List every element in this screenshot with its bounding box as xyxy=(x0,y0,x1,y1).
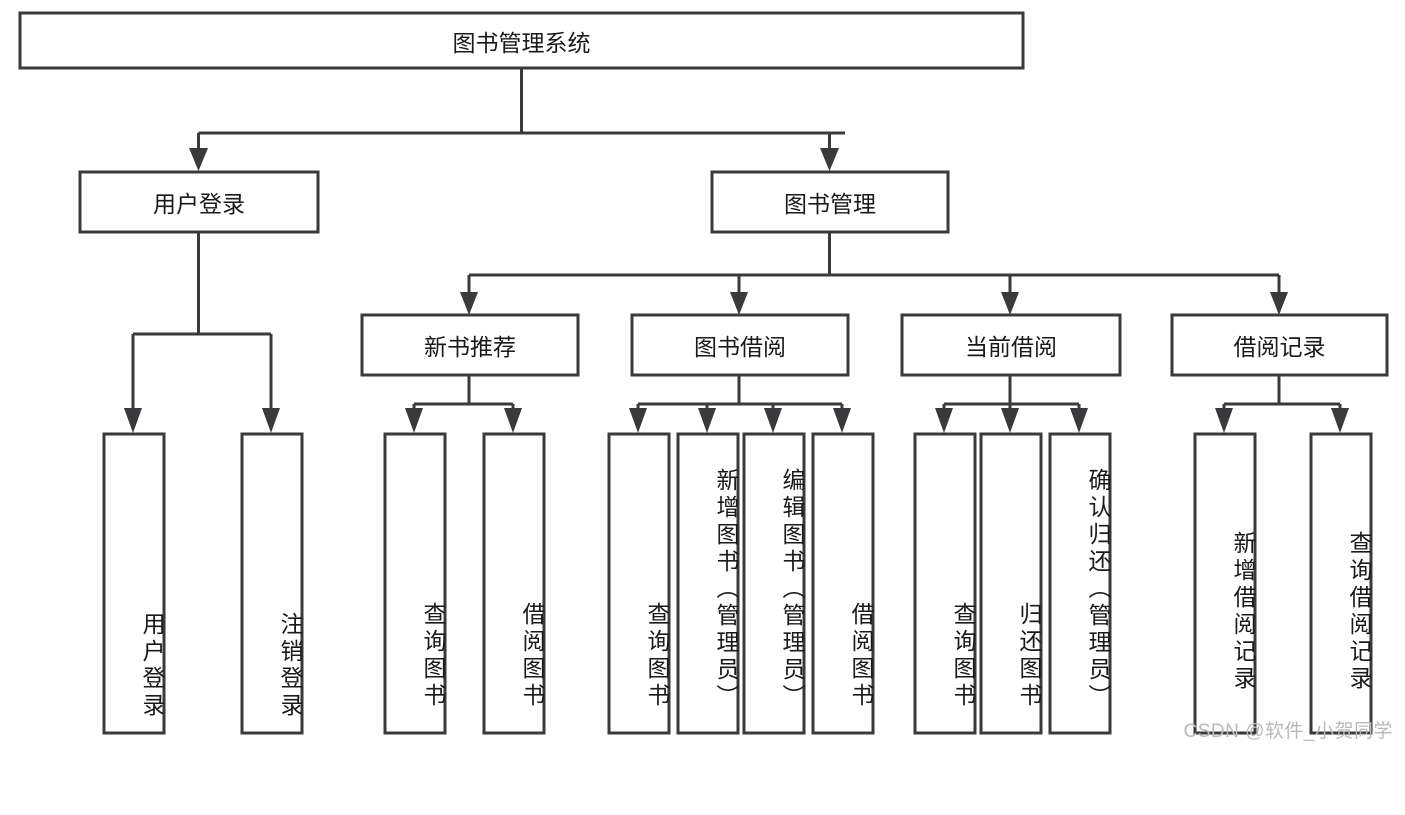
connector-group-current-borrow xyxy=(935,375,1088,433)
diagram-root: 图书管理系统 用户登录 图书管理 新书推荐 图书借阅 当前借阅 借阅记录 用户登… xyxy=(18,11,1393,742)
node-box-current-borrow[interactable] xyxy=(900,313,1122,377)
node-box-leaf-confirm-return[interactable] xyxy=(1048,432,1112,735)
connector-group-book-manage xyxy=(460,232,1288,315)
arrow-head-book-manage xyxy=(820,148,839,171)
node-box-leaf-query-record[interactable] xyxy=(1309,432,1373,735)
connector-group-user-login xyxy=(124,232,280,433)
node-box-user-login[interactable] xyxy=(78,170,320,234)
arrow-head-borrow-record xyxy=(1270,292,1288,315)
arrow-head-leaf-confirm-return xyxy=(1070,408,1088,433)
node-box-book-borrow[interactable] xyxy=(630,313,850,377)
node-box-leaf-edit-book[interactable] xyxy=(742,432,806,735)
node-box-leaf-query-book-3[interactable] xyxy=(913,432,977,735)
node-box-leaf-query-book-1[interactable] xyxy=(383,432,447,735)
arrow-head-leaf-borrow-book-1 xyxy=(504,408,522,433)
node-box-root[interactable] xyxy=(18,11,1025,70)
node-box-leaf-borrow-book-2[interactable] xyxy=(811,432,875,735)
node-box-leaf-return-book[interactable] xyxy=(979,432,1043,735)
node-box-book-manage[interactable] xyxy=(710,170,950,234)
arrow-head-book-borrow xyxy=(730,292,748,315)
arrow-head-user-login xyxy=(189,148,208,171)
arrow-head-current-borrow xyxy=(1001,292,1019,315)
arrow-head-leaf-user-login xyxy=(124,408,142,433)
arrow-head-leaf-query-book-2 xyxy=(629,408,647,433)
arrow-head-leaf-query-book-1 xyxy=(405,408,423,433)
connector-group-book-borrow xyxy=(629,375,851,433)
connector-group-borrow-record xyxy=(1215,375,1349,433)
arrow-head-leaf-return-book xyxy=(1001,408,1019,433)
arrow-head-new-book-recommend xyxy=(460,292,478,315)
node-box-leaf-add-record[interactable] xyxy=(1193,432,1257,735)
arrow-head-leaf-query-record xyxy=(1331,408,1349,433)
arrow-head-leaf-query-book-3 xyxy=(935,408,953,433)
diagram-canvas xyxy=(18,11,1389,735)
node-box-leaf-user-login[interactable] xyxy=(102,432,166,735)
node-box-leaf-borrow-book-1[interactable] xyxy=(482,432,546,735)
node-box-leaf-add-book[interactable] xyxy=(676,432,740,735)
node-box-borrow-record[interactable] xyxy=(1170,313,1389,377)
node-box-leaf-user-logout[interactable] xyxy=(240,432,304,735)
node-box-leaf-query-book-2[interactable] xyxy=(607,432,671,735)
connector-group-new-book-recommend xyxy=(405,375,522,433)
arrow-head-leaf-user-logout xyxy=(262,408,280,433)
arrow-head-leaf-add-book xyxy=(698,408,716,433)
connector-group-root xyxy=(189,68,845,171)
arrow-head-leaf-borrow-book-2 xyxy=(833,408,851,433)
arrow-head-leaf-add-record xyxy=(1215,408,1233,433)
arrow-head-leaf-edit-book xyxy=(764,408,782,433)
csdn-watermark: CSDN @软件_小贺同学 xyxy=(1183,721,1393,742)
node-box-new-book-recommend[interactable] xyxy=(360,313,580,377)
